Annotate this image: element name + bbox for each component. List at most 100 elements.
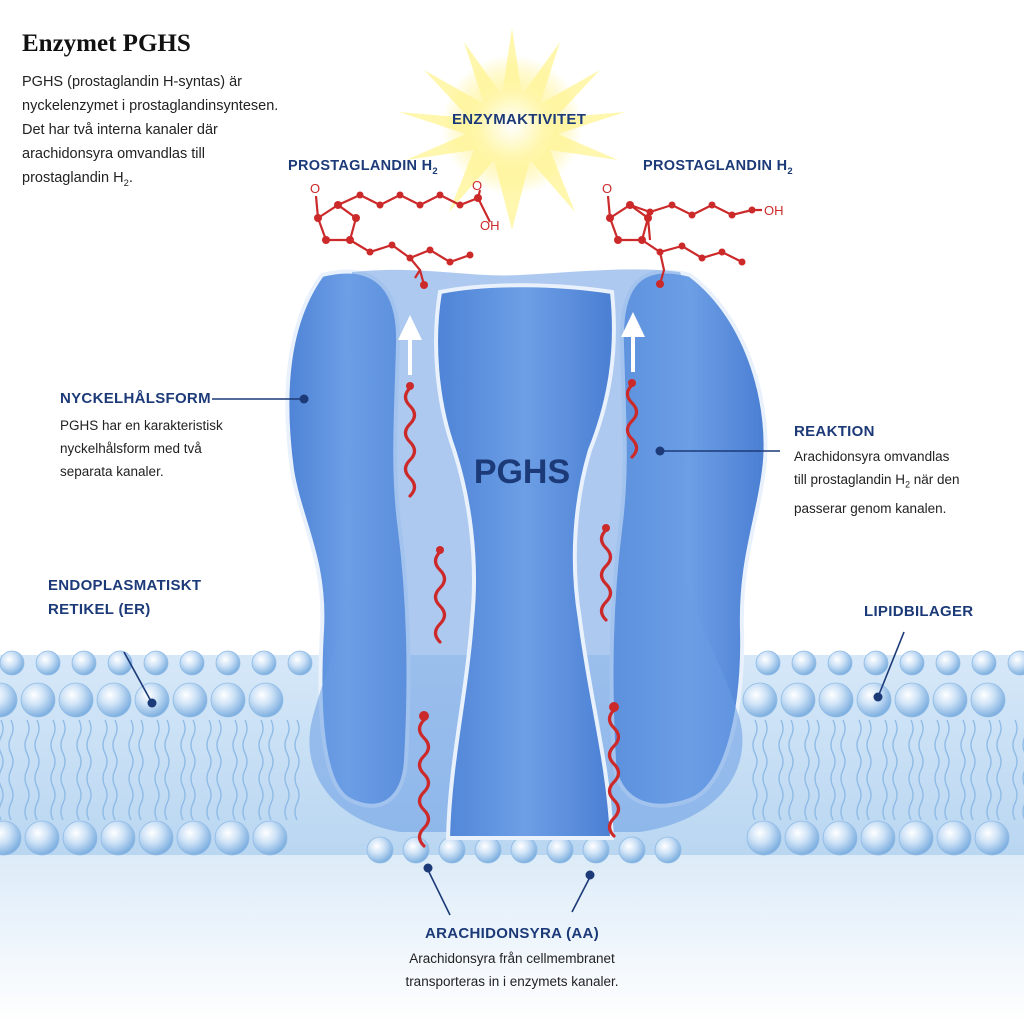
prostaglandin-label-right: PROSTAGLANDIN H2 xyxy=(643,154,793,183)
lipid-head xyxy=(20,682,56,718)
activity-label: ENZYMAKTIVITET xyxy=(452,111,587,128)
lipid-tail xyxy=(24,719,30,821)
lipid-head xyxy=(936,820,972,856)
intro-line-5: prostaglandin H xyxy=(22,170,124,186)
lipid-tail xyxy=(892,719,898,821)
lipid-head xyxy=(100,820,136,856)
lipid-head xyxy=(654,836,682,864)
atom-o-right: O xyxy=(602,181,612,196)
lipid-tail xyxy=(996,719,1002,821)
prostaglandin-label-left: PROSTAGLANDIN H2 xyxy=(288,154,438,183)
lipid-head xyxy=(742,682,778,718)
enzyme-label: PGHS xyxy=(474,453,570,491)
chain-end-dots xyxy=(406,379,636,721)
atom-o-left-1: O xyxy=(310,181,320,196)
activity-glow xyxy=(399,28,625,230)
channel-arrows xyxy=(398,312,645,375)
lipid-tail xyxy=(1012,719,1018,821)
lipid-tail xyxy=(960,719,966,821)
lipid-head xyxy=(138,820,174,856)
reaction-label: REAKTION xyxy=(794,423,875,440)
er-line-1: ENDOPLASMATISKT xyxy=(48,577,202,594)
lipid-tail xyxy=(232,719,238,821)
intro-subscript: 2 xyxy=(123,176,129,188)
aa-line-2: transporteras in i enzymets kanaler. xyxy=(405,974,619,989)
reaction-line-2a: till prostaglandin H xyxy=(794,472,906,487)
lipid-head xyxy=(210,682,246,718)
lipid-tail xyxy=(242,719,248,821)
lipid-tail xyxy=(840,719,846,821)
lipid-tail xyxy=(294,719,300,821)
aa-line-1: Arachidonsyra från cellmembranet xyxy=(409,951,615,966)
lipid-tail xyxy=(0,719,4,821)
lipid-tail xyxy=(908,719,914,821)
lipid-head xyxy=(0,820,22,856)
prostaglandin-atoms-right xyxy=(606,201,756,288)
lipid-head xyxy=(746,820,782,856)
lipid-head xyxy=(438,836,466,864)
arachidonic-acid-chains xyxy=(403,383,639,848)
lipid-tail xyxy=(752,719,758,821)
lipid-head xyxy=(366,836,394,864)
lipid-head xyxy=(215,650,241,676)
lipid-tail xyxy=(190,719,196,821)
lipid-head xyxy=(0,682,18,718)
lipid-head xyxy=(1007,650,1024,676)
intro-line-4: arachidonsyra omvandlas till xyxy=(22,146,205,162)
lipid-tail xyxy=(112,719,118,821)
lipid-head xyxy=(0,650,25,676)
lipid-head xyxy=(546,836,574,864)
lipid-tail xyxy=(128,719,134,821)
page-title: Enzymet PGHS xyxy=(22,30,191,57)
lipid-tail xyxy=(76,719,82,821)
atom-oh-left: OH xyxy=(480,218,500,233)
lipid-tail xyxy=(268,719,274,821)
leader-dots xyxy=(147,394,883,880)
lipid-label: LIPIDBILAGER xyxy=(864,603,974,620)
lipid-head xyxy=(58,682,94,718)
lipid-head xyxy=(248,682,284,718)
lipid-head xyxy=(818,682,854,718)
lipid-tail xyxy=(866,719,872,821)
leader-lines xyxy=(123,398,905,916)
lipid-head xyxy=(107,650,133,676)
er-line-2: RETIKEL (ER) xyxy=(48,601,151,618)
prostaglandin-right-sub: 2 xyxy=(787,164,793,176)
lipid-tail xyxy=(970,719,976,821)
atom-labels: O O OH O OH xyxy=(310,178,784,233)
lipid-tail xyxy=(8,719,14,821)
lipid-tail xyxy=(164,719,170,821)
lipid-head xyxy=(970,682,1006,718)
lipid-head xyxy=(784,820,820,856)
lipid-tail xyxy=(762,719,768,821)
reaction-description: Arachidonsyra omvandlas till prostagland… xyxy=(794,445,1004,520)
lipid-head xyxy=(143,650,169,676)
lipid-head xyxy=(474,836,502,864)
lipid-head xyxy=(899,650,925,676)
lipid-head xyxy=(618,836,646,864)
prostaglandin-atoms-left xyxy=(314,191,482,289)
lipid-head xyxy=(287,650,313,676)
intro-text: PGHS (prostaglandin H-syntas) är nyckele… xyxy=(22,70,322,195)
lipid-tail xyxy=(258,719,264,821)
prostaglandin-right-text: PROSTAGLANDIN H xyxy=(643,158,788,174)
lipid-tail xyxy=(830,719,836,821)
prostaglandin-left-sub: 2 xyxy=(432,164,438,176)
lipid-tail xyxy=(284,719,290,821)
er-label: ENDOPLASMATISKT RETIKEL (ER) xyxy=(48,574,201,622)
reaction-line-3: passerar genom kanalen. xyxy=(794,500,947,516)
lipid-tail xyxy=(216,719,222,821)
atom-oh-right: OH xyxy=(764,203,784,218)
aa-description: Arachidonsyra från cellmembranet transpo… xyxy=(352,947,672,993)
lipid-tail xyxy=(138,719,144,821)
lipid-tail xyxy=(788,719,794,821)
lipid-tail xyxy=(86,719,92,821)
protein-central-block xyxy=(434,283,616,840)
keyhole-line-3: separata kanaler. xyxy=(60,464,164,479)
lipid-head xyxy=(402,836,430,864)
intro-line-1: PGHS (prostaglandin H-syntas) är xyxy=(22,74,242,90)
lipid-tail xyxy=(180,719,186,821)
lipid-tail xyxy=(882,719,888,821)
